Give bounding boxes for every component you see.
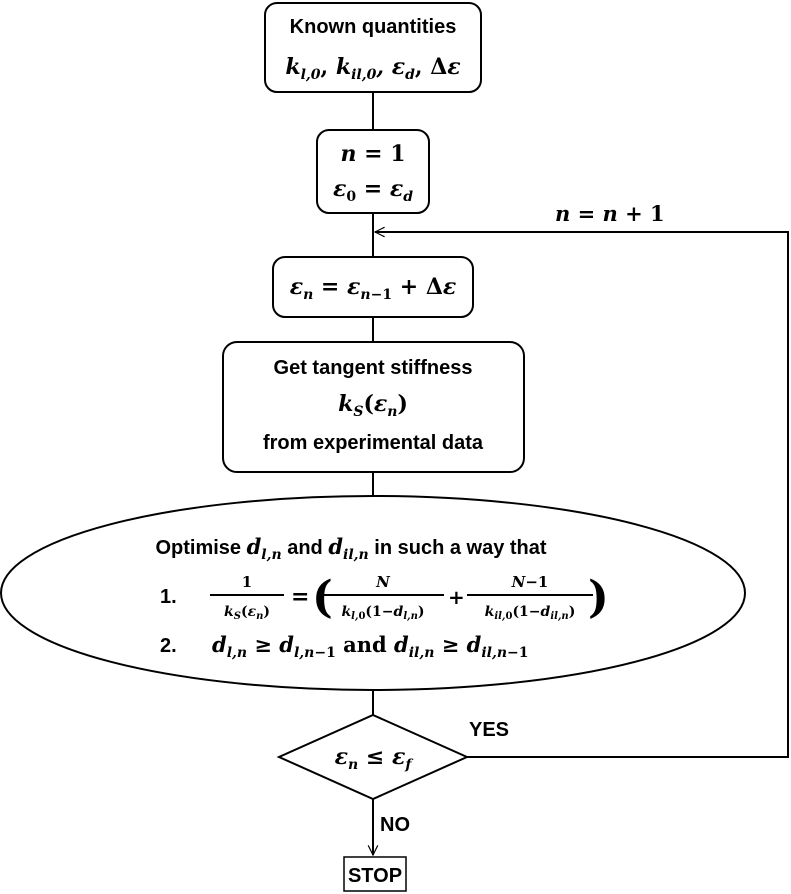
svg-text:kil,0(1−dil,n): kil,0(1−dil,n)	[485, 604, 576, 622]
optimise-item2-formula: dl,n ≥ dl,n−1 and dil,n ≥ dil,n−1	[212, 632, 529, 661]
svg-text:(: (	[312, 572, 333, 623]
tangent-line1: Get tangent stiffness	[274, 357, 473, 379]
init-line1: n = 1	[340, 141, 405, 167]
loop-label: n = n + 1	[555, 201, 665, 226]
svg-text:N: N	[375, 573, 391, 591]
edge-loop-back	[375, 232, 789, 758]
init-line2: ε0 = εd	[333, 176, 413, 205]
svg-text:kl,0(1−dl,n): kl,0(1−dl,n)	[341, 604, 424, 622]
optimise-heading: Optimise dl,n and dil,n in such a way th…	[155, 534, 546, 563]
optimise-item1-formula: 1 kS(εn) = ( ) N kl,0(1−dl,n) + N−1 kil,…	[210, 572, 609, 623]
node-stop: STOP	[343, 856, 407, 892]
svg-text:+: +	[448, 585, 465, 609]
tangent-line3: from experimental data	[263, 432, 484, 454]
optimise-item1-number: 1.	[160, 586, 177, 608]
known-vars: kl,0, kil,0, εd, Δε	[285, 54, 460, 83]
no-label: NO	[380, 814, 410, 836]
svg-text:): )	[588, 572, 609, 623]
decision-condition: εn ≤ εf	[335, 744, 415, 773]
node-known-quantities: Known quantities kl,0, kil,0, εd, Δε	[264, 2, 482, 93]
node-increment: εn = εn−1 + Δε	[272, 256, 474, 318]
node-decision: εn ≤ εf	[276, 713, 470, 801]
node-initialize: n = 1 ε0 = εd	[316, 129, 430, 214]
svg-text:kS(εn): kS(εn)	[224, 604, 270, 622]
known-title: Known quantities	[290, 16, 457, 38]
node-optimise: Optimise dl,n and dil,n in such a way th…	[0, 495, 746, 691]
svg-text:N−1: N−1	[511, 573, 549, 591]
increment-formula: εn = εn−1 + Δε	[290, 274, 457, 303]
optimise-item2-number: 2.	[160, 635, 177, 657]
yes-label: YES	[469, 719, 509, 741]
node-tangent-stiffness: Get tangent stiffness kS(εn) from experi…	[222, 341, 525, 473]
svg-text:1: 1	[242, 573, 252, 591]
svg-text:=: =	[291, 584, 309, 610]
stop-label: STOP	[348, 865, 402, 887]
tangent-line2: kS(εn)	[338, 391, 408, 420]
